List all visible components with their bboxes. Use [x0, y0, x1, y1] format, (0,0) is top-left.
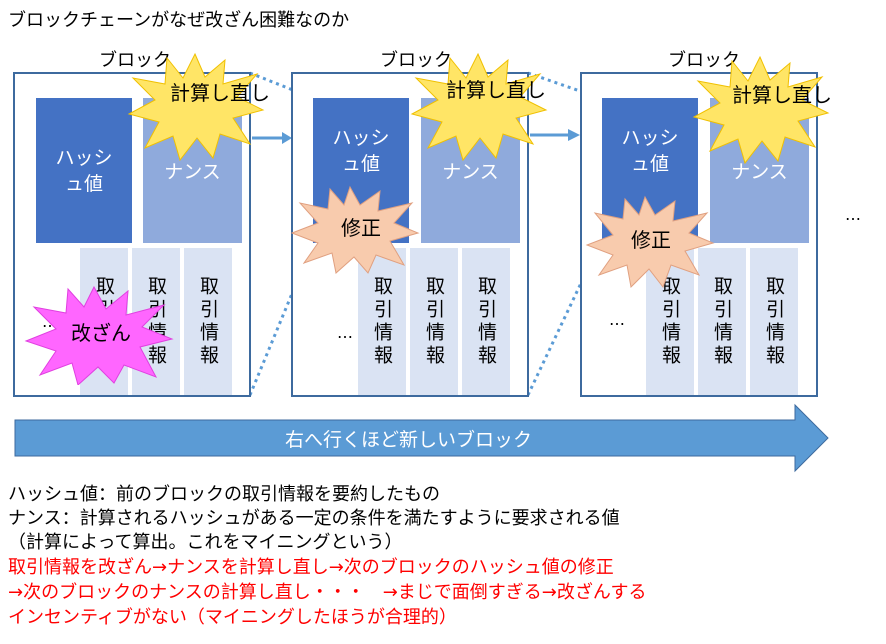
- transaction-cell: 取引情報: [462, 248, 510, 395]
- burst-recalc-1: [127, 52, 265, 162]
- tamper-label: 改ざん: [71, 321, 131, 345]
- recalc-label: 計算し直し: [446, 78, 546, 102]
- desc-hash: ハッシュ値：前のブロックの取引情報を要約したもの: [8, 484, 440, 505]
- block-label: ブロック: [668, 50, 740, 71]
- recalc-label: 計算し直し: [170, 81, 270, 105]
- desc-chain-3: インセンティブがない（マイニングしたほうが合理的）: [8, 607, 457, 628]
- fix-label: 修正: [341, 216, 381, 240]
- transaction-cell: 取引情報: [750, 248, 798, 395]
- desc-chain-1: 取引情報を改ざん→ナンスを計算し直し→次のブロックのハッシュ値の修正: [8, 557, 614, 578]
- arrow-icon: [530, 129, 580, 141]
- block-label: ブロック: [99, 50, 171, 71]
- hash-label: ハッシュ値: [621, 126, 679, 175]
- transaction-cell: 取引情報: [358, 248, 406, 395]
- desc-chain-2: →次のブロックのナンスの計算し直し・・・ →まじで面倒すぎる→改ざんする: [8, 582, 647, 603]
- transaction-cell: 取引情報: [410, 248, 458, 395]
- burst-fix-2: [585, 195, 715, 289]
- tx-label: 取引情報: [423, 275, 445, 368]
- ellipsis: …: [337, 323, 353, 342]
- tx-label: 取引情報: [711, 275, 733, 368]
- ellipsis: …: [845, 205, 861, 224]
- burst-fix-1: [290, 185, 420, 274]
- ellipsis: …: [609, 310, 625, 329]
- desc-nonce: ナンス：計算されるハッシュがある一定の条件を満たすように要求される値: [8, 508, 620, 529]
- hash-label: ハッシュ値: [332, 126, 390, 175]
- nonce-label: ナンス: [442, 161, 499, 183]
- big-arrow-shape: [14, 403, 829, 473]
- tx-label: 取引情報: [475, 275, 497, 368]
- burst-recalc-2: [410, 52, 548, 162]
- transaction-cell: 取引情報: [698, 248, 746, 395]
- transaction-cell: 取引情報: [184, 248, 232, 395]
- tx-label: 取引情報: [371, 275, 393, 368]
- tx-label: 取引情報: [197, 275, 219, 368]
- desc-nonce-note: （計算によって算出。これをマイニングという）: [8, 532, 403, 553]
- arrow-icon: [252, 132, 292, 144]
- burst-recalc-3: [692, 55, 830, 165]
- block-label: ブロック: [380, 50, 452, 71]
- hash-value-cell: ハッシュ値: [36, 98, 132, 243]
- tx-label: 取引情報: [659, 275, 681, 368]
- burst-tamper: [24, 285, 174, 385]
- recalc-label: 計算し直し: [732, 83, 832, 107]
- nonce-label: ナンス: [164, 161, 221, 183]
- arrow-label: 右へ行くほど新しいブロック: [285, 429, 533, 451]
- page-title: ブロックチェーンがなぜ改ざん困難なのか: [8, 10, 350, 31]
- hash-label: ハッシュ値: [55, 146, 113, 195]
- fix-label: 修正: [631, 228, 671, 252]
- tx-label: 取引情報: [763, 275, 785, 368]
- nonce-label: ナンス: [731, 161, 788, 183]
